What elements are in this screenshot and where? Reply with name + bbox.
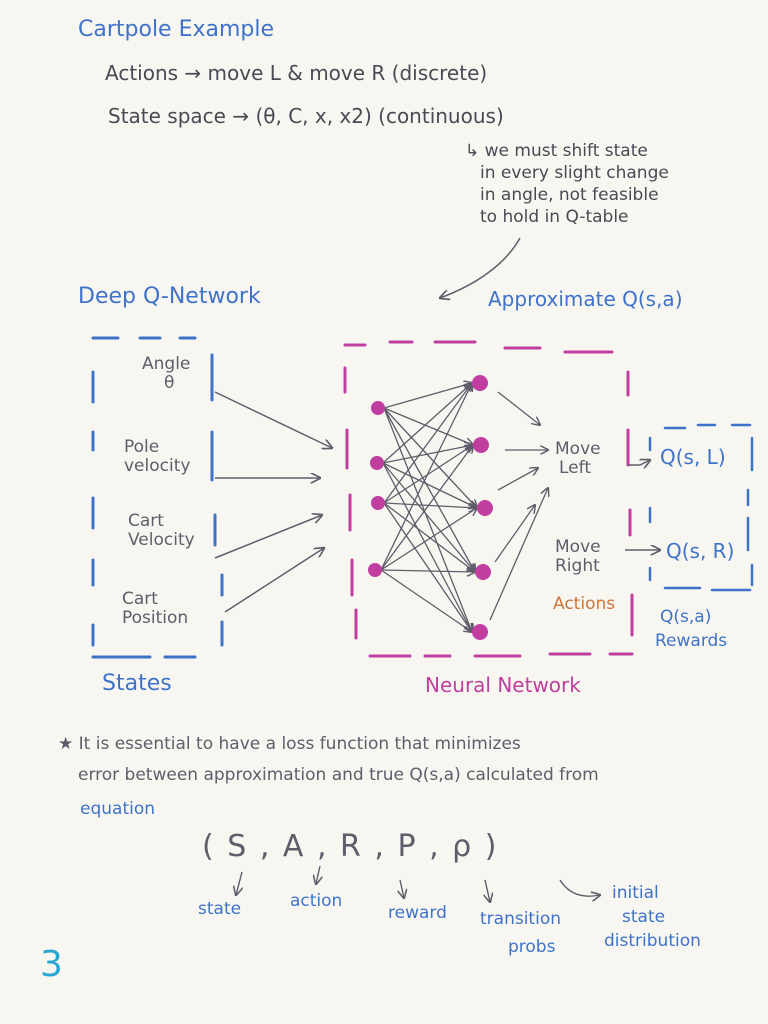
connection-line [382, 462, 475, 572]
tuple-initial-line1: initial [612, 883, 659, 903]
tuple-transition-line2: probs [508, 937, 556, 957]
input-node [368, 563, 382, 577]
page-number: 3 [40, 944, 63, 985]
connection-line [380, 445, 473, 571]
q-left: Q(s, L) [660, 445, 726, 469]
action-move-right: Move Right [555, 538, 601, 575]
connection-line [383, 407, 475, 572]
hidden-layer [472, 375, 493, 640]
connection-line [380, 570, 475, 572]
hidden-node [473, 437, 489, 453]
connection-line [383, 383, 472, 504]
connection-line [383, 407, 477, 508]
connection-line [383, 502, 472, 632]
essential-note-line3: equation [80, 799, 156, 819]
q-label-line2: Rewards [655, 631, 728, 651]
network-box [343, 340, 634, 658]
state-cart-pos-line2: Position [122, 607, 189, 628]
input-node [371, 401, 385, 415]
note-pointer-arrow [440, 237, 521, 298]
tuple-expression: ( S , A , R , P , ρ ) [202, 829, 499, 864]
dqn-heading: Deep Q-Network [78, 284, 261, 309]
move-left-line1: Move [555, 439, 601, 459]
state-angle-line2: θ [164, 372, 175, 393]
hidden-node [472, 624, 488, 640]
input-arrows [214, 391, 332, 613]
hidden-node [472, 375, 488, 391]
essential-note-line2: error between approximation and true Q(s… [78, 765, 599, 785]
essential-note-line1: ★ It is essential to have a loss functio… [58, 734, 521, 754]
state-cart-vel-line1: Cart [128, 511, 164, 531]
tuple-reward: reward [388, 903, 447, 923]
tuple-state: state [198, 899, 242, 919]
state-angle: Angle θ [142, 355, 190, 392]
tuple-initial-line2: state [622, 907, 666, 927]
state-cart-vel-line2: Velocity [128, 529, 195, 550]
input-layer [368, 401, 385, 577]
state-cart-velocity: Cart Velocity [128, 512, 195, 549]
connection-line [383, 407, 473, 445]
approximate-label: Approximate Q(s,a) [488, 287, 683, 311]
tuple-arrows [236, 865, 600, 902]
connection-line [382, 462, 472, 632]
input-node [370, 456, 384, 470]
hidden-node [477, 500, 493, 516]
input-node [371, 496, 385, 510]
state-pole-line2: velocity [124, 455, 191, 476]
hidden-to-action-arrows [489, 391, 548, 621]
page-title: Cartpole Example [78, 17, 275, 42]
action-move-left: Move Left [555, 440, 601, 477]
connection-line [382, 462, 477, 508]
state-cart-pos-line1: Cart [122, 589, 158, 609]
connection-line [383, 445, 473, 504]
move-right-line1: Move [555, 537, 601, 557]
note-line-4: to hold in Q-table [480, 207, 629, 227]
hidden-node [475, 564, 491, 580]
connection-line [380, 569, 472, 632]
outputs-box [648, 423, 754, 592]
tuple-transition-line1: transition [480, 909, 561, 929]
tuple-initial-line3: distribution [604, 931, 701, 951]
states-label: States [102, 671, 172, 696]
states-box [91, 336, 224, 659]
connection-line [383, 502, 477, 508]
state-space-line: State space → (θ, C, x, x2) (continuous) [108, 104, 504, 128]
connection-line [383, 502, 475, 572]
note-line-1: ↳ we must shift state [465, 141, 648, 161]
state-angle-line1: Angle [142, 354, 191, 374]
note-line-2: in every slight change [480, 163, 669, 183]
connection-line [382, 445, 473, 464]
q-label-line1: Q(s,a) [660, 607, 712, 627]
connection-line [383, 383, 472, 409]
state-pole-line1: Pole [124, 437, 160, 457]
note-line-3: in angle, not feasible [480, 185, 659, 205]
state-pole-velocity: Pole velocity [124, 438, 190, 475]
connection-line [383, 407, 472, 632]
move-left-line2: Left [559, 457, 591, 478]
network-connections [380, 383, 477, 632]
network-label: Neural Network [425, 673, 581, 697]
connection-line [380, 383, 472, 571]
connection-line [380, 508, 477, 571]
state-cart-position: Cart Position [122, 590, 188, 627]
action-to-q-arrows [625, 460, 660, 550]
q-right: Q(s, R) [666, 539, 735, 563]
move-right-line2: Right [555, 555, 600, 576]
tuple-action: action [290, 891, 343, 911]
actions-line: Actions → move L & move R (discrete) [105, 61, 488, 85]
connection-line [382, 383, 472, 464]
actions-label: Actions [553, 594, 616, 614]
